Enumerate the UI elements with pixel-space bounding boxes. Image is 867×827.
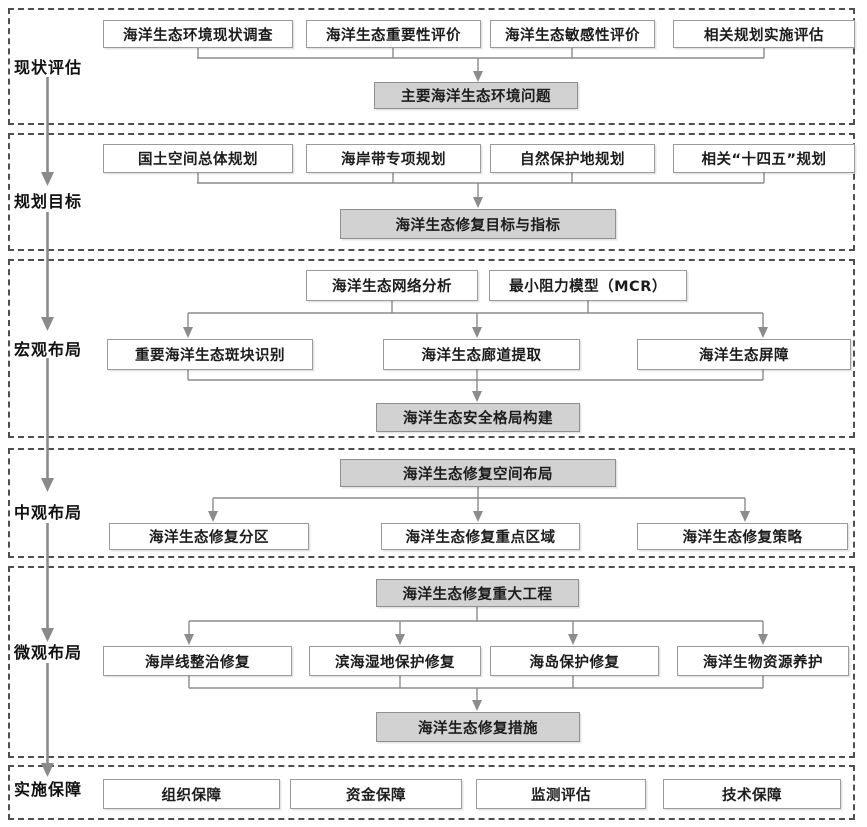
stage-label-planning-goals: 规划目标	[13, 192, 82, 211]
node-marine-eco-network-analysis: 海洋生态网络分析	[306, 270, 478, 301]
node-funding-guarantee: 资金保障	[290, 779, 462, 809]
stage-label-status-assessment: 现状评估	[13, 58, 82, 77]
stage4-connectors	[212, 487, 746, 511]
node-organizational-guarantee: 组织保障	[103, 779, 280, 809]
node-eco-security-pattern-construction: 海洋生态安全格局构建	[376, 403, 580, 432]
node-related-14th-five-year-plan: 相关“十四五”规划	[673, 144, 855, 173]
section-micro-layout	[8, 566, 855, 758]
node-restoration-strategy: 海洋生态修复策略	[637, 523, 848, 550]
node-territorial-spatial-master-plan: 国土空间总体规划	[103, 144, 293, 173]
node-coastal-zone-special-plan: 海岸带专项规划	[306, 144, 481, 173]
node-major-restoration-projects: 海洋生态修复重大工程	[376, 579, 579, 607]
stage2-connectors	[197, 173, 765, 197]
arrowheads	[183, 71, 768, 711]
section-planning-goals	[8, 133, 855, 251]
node-coastline-remediation-restoration: 海岸线整治修复	[103, 646, 292, 676]
node-marine-eco-environment-survey: 海洋生态环境现状调查	[103, 20, 293, 48]
node-coastal-wetland-protection-restoration: 滨海湿地保护修复	[309, 646, 481, 676]
node-marine-eco-barrier: 海洋生态屏障	[637, 339, 851, 370]
node-technical-guarantee: 技术保障	[663, 779, 841, 809]
stage-label-meso-layout: 中观布局	[13, 503, 82, 522]
node-eco-corridor-extraction: 海洋生态廊道提取	[383, 339, 580, 370]
stage3-connectors	[187, 301, 764, 391]
section-implementation	[8, 765, 855, 820]
node-minimum-resistance-model-mcr: 最小阻力模型（MCR）	[489, 270, 687, 301]
node-restoration-spatial-layout: 海洋生态修复空间布局	[340, 459, 616, 487]
node-marine-eco-importance-evaluation: 海洋生态重要性评价	[306, 20, 481, 48]
node-restoration-measures: 海洋生态修复措施	[376, 712, 580, 742]
stage1-connectors	[197, 47, 765, 71]
node-restoration-goals-indicators: 海洋生态修复目标与指标	[340, 209, 616, 239]
section-meso-layout	[8, 448, 855, 558]
node-island-protection-restoration: 海岛保护修复	[490, 646, 659, 676]
node-marine-eco-sensitivity-evaluation: 海洋生态敏感性评价	[490, 20, 655, 48]
section-status-assessment	[8, 8, 855, 125]
node-important-eco-patch-identification: 重要海洋生态斑块识别	[107, 339, 313, 370]
node-main-marine-eco-problems: 主要海洋生态环境问题	[374, 82, 578, 109]
stage-label-micro-layout: 微观布局	[13, 643, 82, 662]
stage-label-macro-layout: 宏观布局	[13, 340, 82, 359]
stage-chain-arrowheads	[41, 172, 54, 777]
section-macro-layout	[8, 259, 855, 438]
node-restoration-key-areas: 海洋生态修复重点区域	[381, 523, 580, 550]
stage-label-implementation: 实施保障	[13, 780, 82, 799]
node-nature-reserve-plan: 自然保护地规划	[490, 144, 655, 173]
node-restoration-zoning: 海洋生态修复分区	[109, 523, 309, 550]
stage5-connectors	[188, 607, 764, 700]
node-monitoring-evaluation: 监测评估	[476, 779, 646, 809]
node-marine-bio-resource-conservation: 海洋生物资源养护	[677, 646, 849, 676]
node-related-plan-implementation-assessment: 相关规划实施评估	[673, 20, 855, 48]
